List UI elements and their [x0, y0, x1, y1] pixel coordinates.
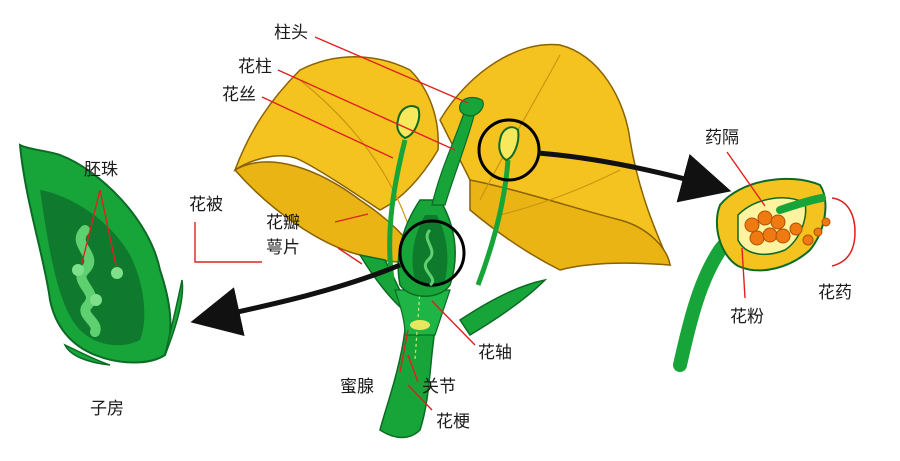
label-sepal: 萼片 — [266, 238, 300, 258]
label-node: 关节 — [422, 377, 456, 397]
nectary — [410, 320, 430, 330]
label-petal: 花瓣 — [266, 213, 300, 233]
label-pollen: 花粉 — [730, 307, 764, 327]
label-stigma: 柱头 — [274, 23, 308, 43]
label-style: 花柱 — [238, 57, 272, 77]
anther-bracket — [832, 198, 855, 266]
label-pedicel: 花梗 — [436, 412, 470, 432]
sepal-right — [460, 280, 545, 335]
ovule-3 — [90, 294, 102, 306]
label-receptacle: 花轴 — [478, 343, 512, 363]
label-perianth: 花被 — [189, 195, 223, 215]
label-nectary: 蜜腺 — [340, 377, 374, 397]
ovule-2 — [111, 267, 123, 279]
anther-enlargement — [680, 179, 855, 365]
label-connective: 药隔 — [705, 128, 739, 148]
ovule-1 — [72, 264, 84, 276]
label-ovary: 子房 — [90, 399, 124, 419]
label-anther: 花药 — [818, 283, 852, 303]
label-filament: 花丝 — [222, 85, 256, 105]
label-ovule: 胚珠 — [84, 160, 118, 180]
